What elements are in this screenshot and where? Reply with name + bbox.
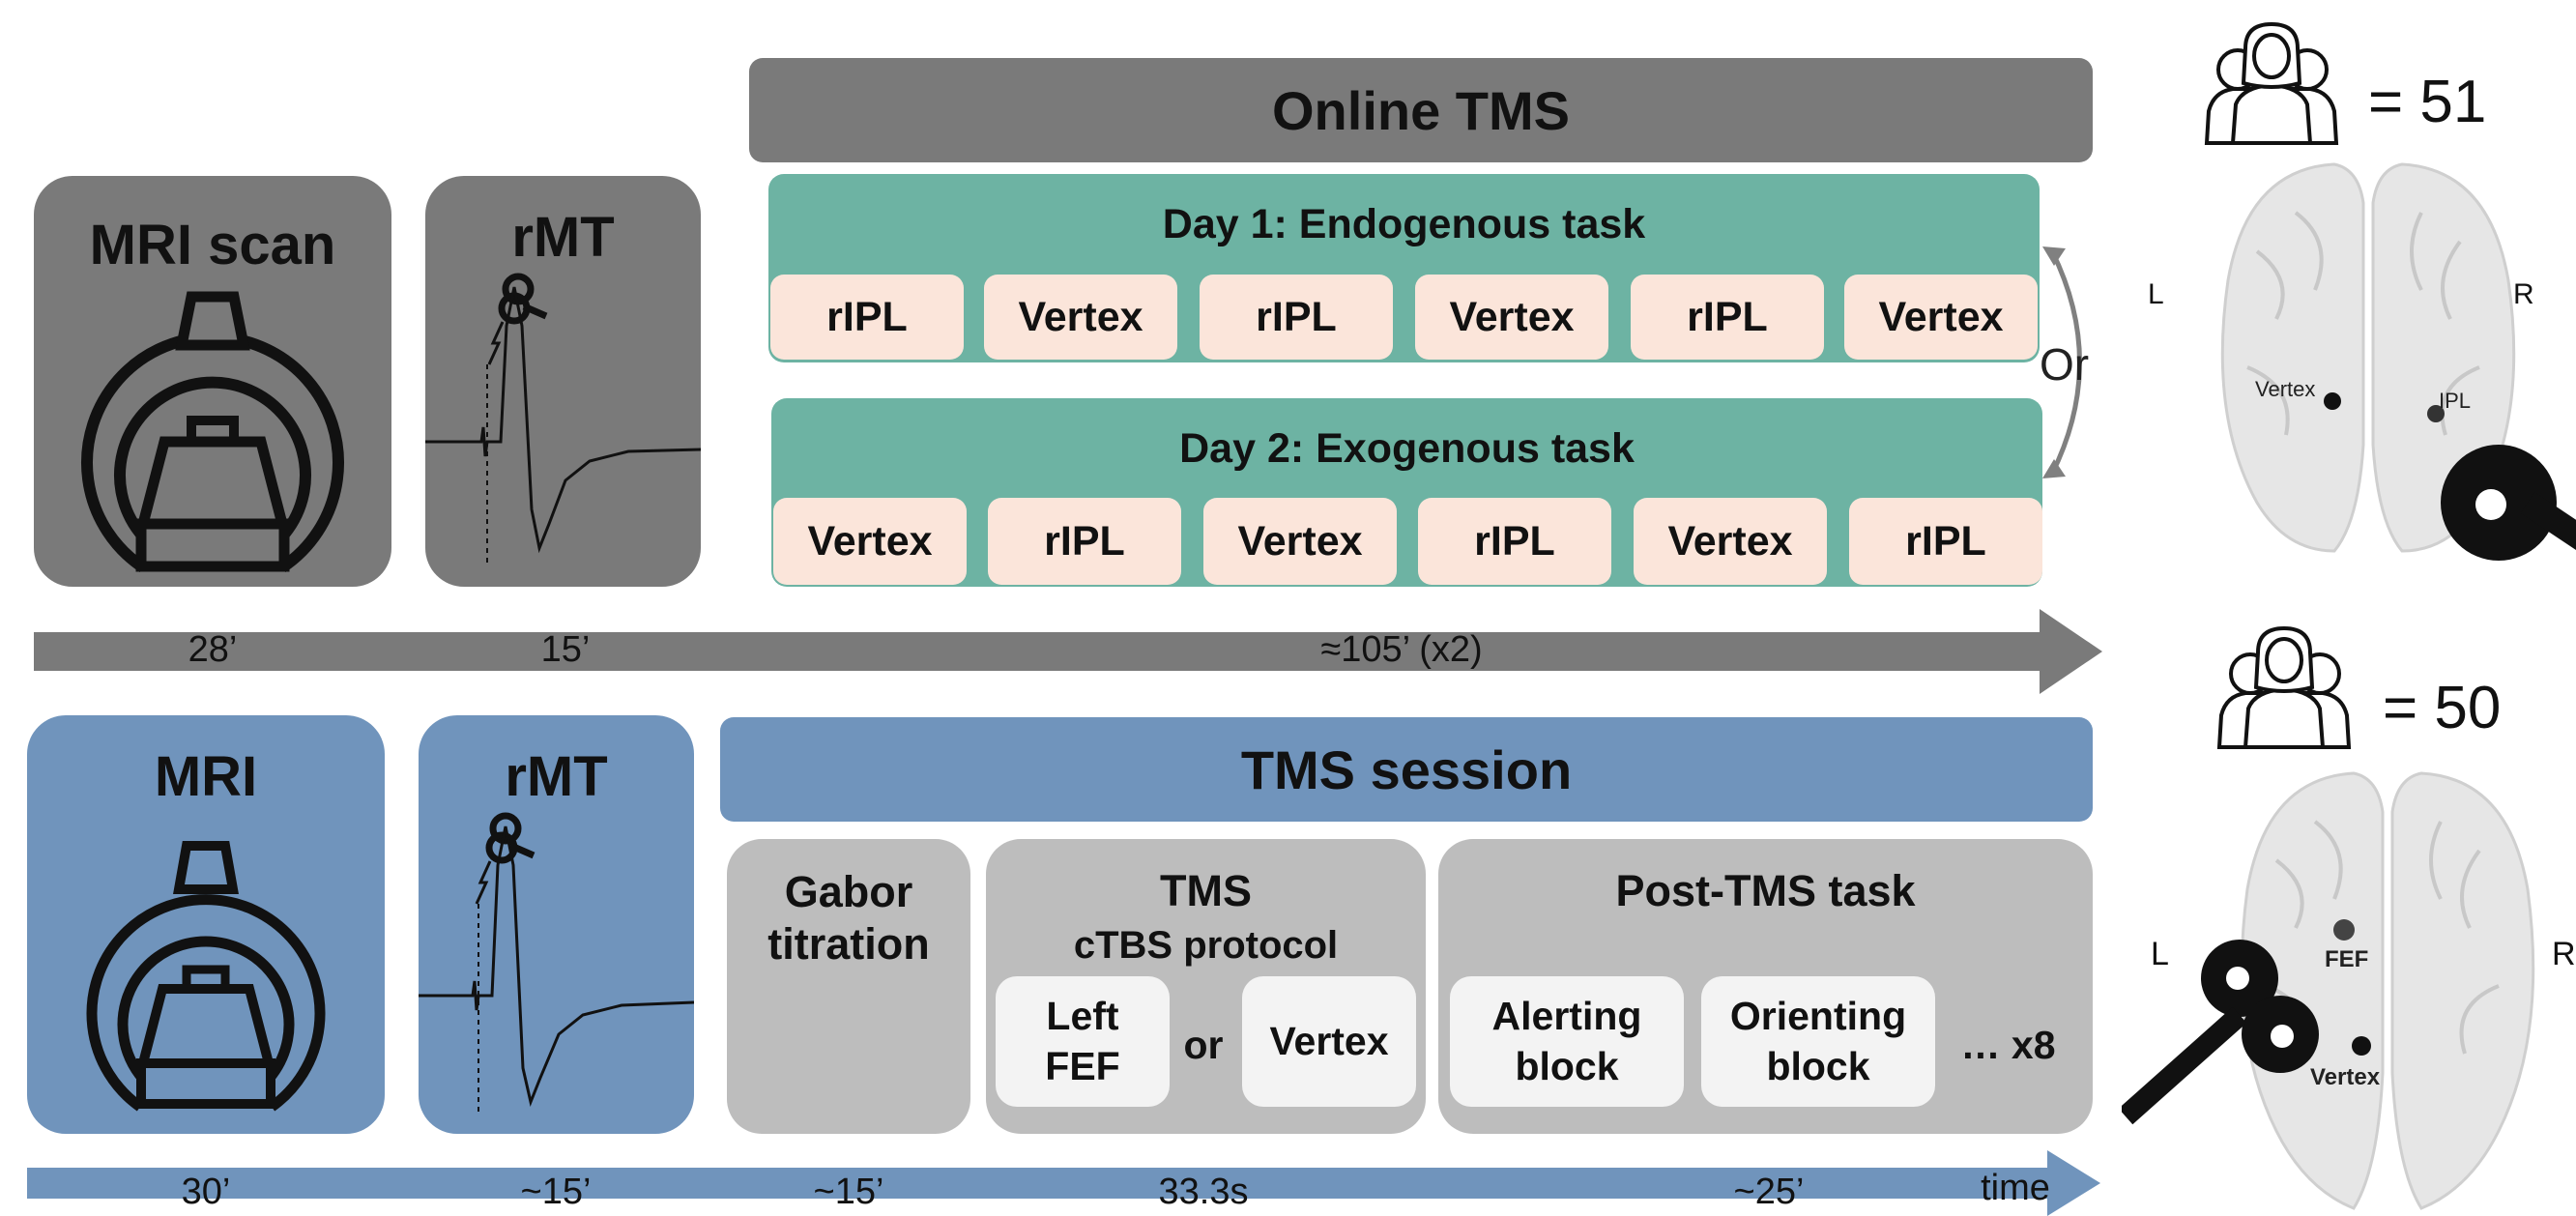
top-rmt-title: rMT xyxy=(511,206,615,269)
bottom-rmt-panel: rMT xyxy=(419,715,694,1134)
participants-group-icon xyxy=(2204,21,2339,145)
bottom-time-mri: 30’ xyxy=(181,1172,231,1212)
bottom-brain-left-label: L xyxy=(2151,936,2169,972)
bottom-time-axis-label: time xyxy=(1981,1168,2050,1208)
bottom-brain-right-label: R xyxy=(2552,936,2576,972)
online-tms-title: Online TMS xyxy=(1272,79,1570,141)
ctbs-protocol-label: cTBS protocol xyxy=(1073,924,1339,967)
top-mri-title: MRI scan xyxy=(89,214,336,276)
day1-cell: rIPL xyxy=(1200,275,1393,360)
bottom-mri-title: MRI xyxy=(154,745,258,808)
bottom-brain-vertex-label: Vertex xyxy=(2310,1064,2381,1090)
bottom-brain-image: FEF Vertex xyxy=(2122,771,2535,1210)
day2-cell: Vertex xyxy=(773,498,967,585)
day2-block: Day 2: Exogenous task xyxy=(771,398,2042,587)
day1-cell: rIPL xyxy=(1631,275,1824,360)
day1-title: Day 1: Endogenous task xyxy=(1162,201,1646,247)
tms-session-title: TMS session xyxy=(1240,738,1573,800)
left-fef-cell: Left FEF xyxy=(996,976,1170,1107)
tms-or-label: or xyxy=(1183,1023,1224,1067)
bottom-brain-fef-label: FEF xyxy=(2325,946,2368,972)
bottom-time-gabor: ~15’ xyxy=(813,1172,884,1212)
top-brain-vertex-label: Vertex xyxy=(2255,377,2315,401)
top-brain-image: Vertex IPL xyxy=(2220,162,2576,561)
top-brain-right-label: R xyxy=(2513,278,2534,310)
bottom-time-post: ~25’ xyxy=(1733,1172,1805,1212)
top-timeline-arrow xyxy=(34,609,2102,694)
day2-cell: rIPL xyxy=(988,498,1181,585)
bottom-timeline-arrow xyxy=(27,1150,2100,1216)
day1-block: Day 1: Endogenous task xyxy=(768,174,2040,362)
mep-waveform-icon xyxy=(425,273,701,563)
top-time-rmt: 15’ xyxy=(540,629,591,670)
bottom-time-tms: 33.3s xyxy=(1158,1172,1249,1212)
vertex-cell: Vertex xyxy=(1242,976,1416,1107)
repeat-x8-label: … x8 xyxy=(1960,1023,2056,1067)
gabor-titration-panel: Gabor titration xyxy=(727,839,970,1134)
mri-scanner-icon xyxy=(81,291,344,572)
alerting-block-cell: Alerting block xyxy=(1450,976,1684,1107)
mep-waveform-icon xyxy=(419,812,694,1116)
day2-cell: Vertex xyxy=(1203,498,1397,585)
mri-scanner-icon xyxy=(86,841,326,1112)
day2-cell: rIPL xyxy=(1849,498,2042,585)
participants-group-icon xyxy=(2216,625,2352,749)
bottom-mri-panel: MRI xyxy=(27,715,385,1134)
top-brain-ipl-label: IPL xyxy=(2439,389,2471,413)
day2-cell: Vertex xyxy=(1634,498,1827,585)
top-time-online: ≈105’ (x2) xyxy=(1320,629,1483,670)
online-tms-header: Online TMS xyxy=(749,58,2093,162)
top-participant-count: = 51 xyxy=(2368,69,2487,135)
tms-session-header: TMS session xyxy=(720,717,2093,822)
bottom-rmt-title: rMT xyxy=(505,745,608,808)
top-rmt-panel: rMT xyxy=(425,176,701,587)
day1-cell: rIPL xyxy=(770,275,964,360)
day1-cell: Vertex xyxy=(1844,275,2038,360)
day2-title: Day 2: Exogenous task xyxy=(1179,425,1635,472)
day1-cell: Vertex xyxy=(1415,275,1608,360)
tms-label: TMS xyxy=(1160,866,1252,915)
gabor-titration-label: Gabor titration xyxy=(767,867,930,969)
top-time-mri: 28’ xyxy=(188,629,238,670)
or-double-arrow xyxy=(2042,246,2082,478)
top-mri-panel: MRI scan xyxy=(34,176,391,587)
day1-cell: Vertex xyxy=(984,275,1177,360)
bottom-time-rmt: ~15’ xyxy=(520,1172,592,1212)
orienting-block-cell: Orienting block xyxy=(1701,976,1935,1107)
day2-cell: rIPL xyxy=(1418,498,1611,585)
bottom-participant-count: = 50 xyxy=(2383,675,2502,741)
post-tms-task-title: Post-TMS task xyxy=(1615,866,1916,915)
top-brain-left-label: L xyxy=(2148,278,2164,310)
top-or-label: Or xyxy=(2040,339,2090,390)
